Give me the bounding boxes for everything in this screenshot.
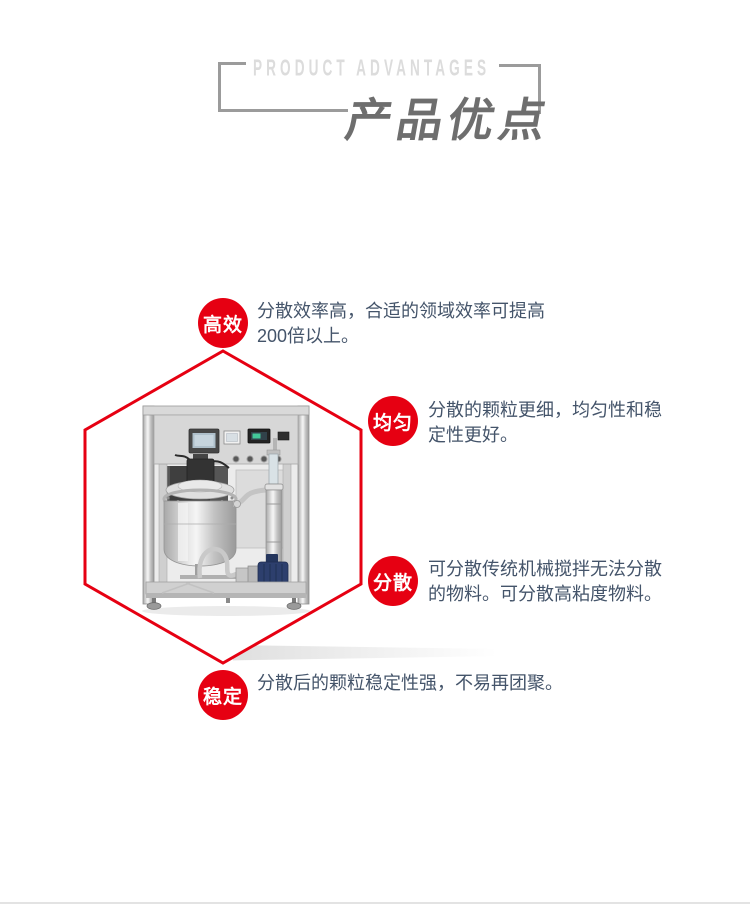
feature-badge-stability: 稳定 — [198, 670, 248, 720]
feature-text-line: 分散后的颗粒稳定性强，不易再团聚。 — [257, 673, 563, 693]
feature-badge-uniformity: 均匀 — [368, 396, 418, 446]
feature-text-line: 可分散传统机械搅拌无法分散 — [428, 559, 662, 579]
section-divider — [0, 902, 750, 904]
feature-badge-efficiency: 高效 — [198, 298, 248, 348]
bracket-left-vertical — [218, 62, 221, 112]
bracket-right-vertical — [538, 64, 541, 114]
feature-badge-dispersion: 分散 — [368, 556, 418, 606]
feature-text-line: 分散效率高，合适的领域效率可提高 — [257, 301, 545, 321]
product-photo — [142, 405, 310, 616]
feature-text-uniformity: 分散的颗粒更细，均匀性和稳 定性更好。 — [428, 398, 662, 448]
bracket-right-top — [499, 64, 541, 67]
feature-text-line: 定性更好。 — [428, 425, 518, 445]
feature-text-line: 分散的颗粒更细，均匀性和稳 — [428, 400, 662, 420]
section-eyebrow: PRODUCT ADVANTAGES — [253, 56, 491, 82]
feature-text-stability: 分散后的颗粒稳定性强，不易再团聚。 — [257, 671, 563, 696]
bracket-left-top — [218, 62, 246, 65]
feature-text-efficiency: 分散效率高，合适的领域效率可提高 200倍以上。 — [257, 299, 545, 349]
feature-text-line: 200倍以上。 — [257, 326, 360, 346]
bracket-right-bottom — [526, 111, 541, 114]
bracket-left-bottom — [218, 109, 348, 112]
feature-text-dispersion: 可分散传统机械搅拌无法分散 的物料。可分散高粘度物料。 — [428, 557, 662, 607]
feature-text-line: 的物料。可分散高粘度物料。 — [428, 584, 662, 604]
